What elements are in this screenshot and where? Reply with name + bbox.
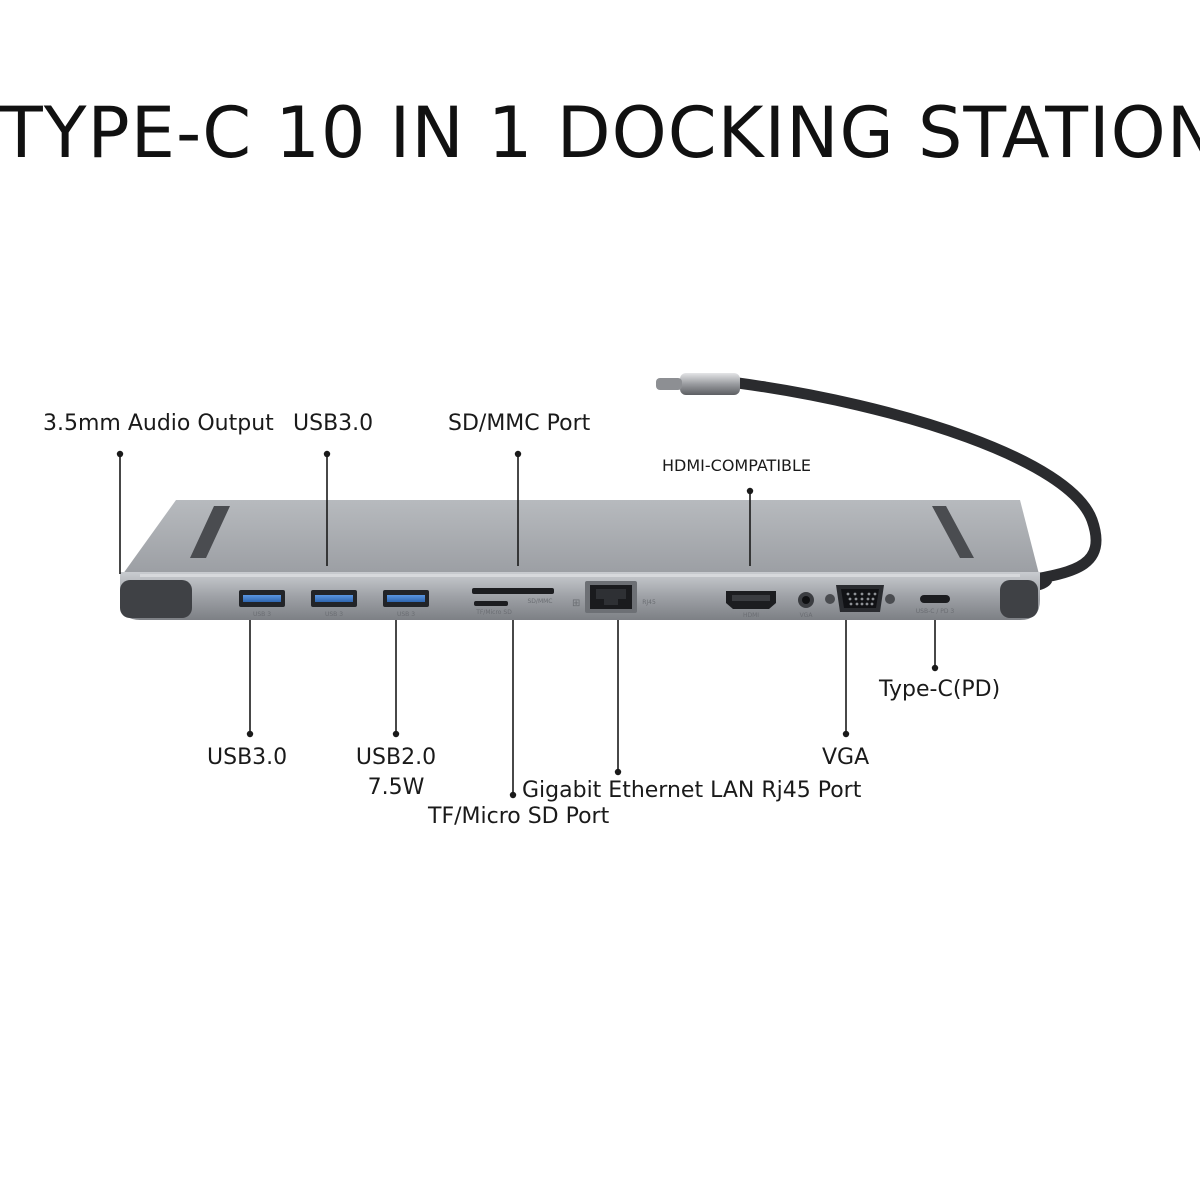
svg-text:USB 3: USB 3 — [397, 611, 415, 618]
front-highlight — [140, 574, 1020, 577]
callout-dot-usb30-top — [323, 450, 331, 458]
svg-text:USB-C / PD 3: USB-C / PD 3 — [916, 608, 955, 615]
right-end-cap — [1000, 580, 1038, 618]
sd-card-slot — [472, 588, 554, 594]
svg-text:VGA: VGA — [800, 612, 814, 619]
audio-jack: VGA — [798, 592, 814, 619]
right-foot-pad — [932, 506, 974, 558]
usb-a-port-2: USB 3 — [311, 590, 357, 618]
rj45-port: RJ45 ⊞ — [572, 581, 656, 613]
callout-dot-sd — [514, 450, 522, 458]
usb-c-cable — [732, 377, 1102, 586]
hdmi-port: HDMI — [726, 591, 776, 619]
dock-front-face — [120, 572, 1040, 620]
svg-text:HDMI: HDMI — [743, 612, 759, 619]
label-audio-output: 3.5mm Audio Output — [43, 411, 274, 436]
dock-top-surface — [120, 500, 1040, 578]
usb-a-port-3: USB 3 — [383, 590, 429, 618]
usb-a-port-1: USB 3 — [239, 590, 285, 618]
svg-text:SD/MMC: SD/MMC — [528, 598, 553, 605]
tf-card-slot — [474, 601, 508, 606]
label-hdmi: HDMI-COMPATIBLE — [662, 456, 812, 475]
network-icon: ⊞ — [572, 598, 580, 609]
usb-c-pd-port: USB-C / PD 3 — [916, 595, 955, 615]
page-title: TYPE-C 10 IN 1 DOCKING STATION — [0, 92, 1200, 174]
label-vga: VGA — [822, 745, 870, 770]
left-foot-pad — [190, 506, 230, 558]
callout-dot-audio — [116, 450, 124, 458]
label-usb30-bottom: USB3.0 — [207, 745, 288, 770]
callout-dot-vga — [842, 730, 850, 738]
label-type-c-pd: Type-C(PD) — [879, 677, 1001, 702]
label-usb20: USB2.0 7.5W — [356, 743, 436, 803]
svg-text:RJ45: RJ45 — [642, 599, 656, 606]
label-usb30-top: USB3.0 — [293, 411, 374, 436]
callout-dot-usb20 — [392, 730, 400, 738]
cable-connector-tip — [656, 378, 682, 390]
svg-text:USB 3: USB 3 — [325, 611, 343, 618]
label-sd-mmc: SD/MMC Port — [448, 411, 591, 436]
left-end-cap — [120, 580, 192, 618]
callout-dot-hdmi — [746, 487, 754, 495]
callout-dot-usb30-bottom — [246, 730, 254, 738]
callout-dot-tf — [509, 791, 517, 799]
cable-connector-housing — [680, 373, 740, 395]
label-usb20-line1: USB2.0 — [355, 745, 437, 770]
svg-text:TF/Micro SD: TF/Micro SD — [475, 609, 512, 616]
callout-dot-ethernet — [614, 768, 622, 776]
svg-text:USB 3: USB 3 — [253, 611, 271, 618]
label-ethernet: Gigabit Ethernet LAN Rj45 Port — [522, 778, 862, 803]
label-usb20-line2: 7.5W — [367, 775, 425, 800]
callout-dot-type-c — [931, 664, 939, 672]
vga-pins — [846, 592, 877, 606]
label-tf-micro-sd: TF/Micro SD Port — [428, 804, 610, 829]
